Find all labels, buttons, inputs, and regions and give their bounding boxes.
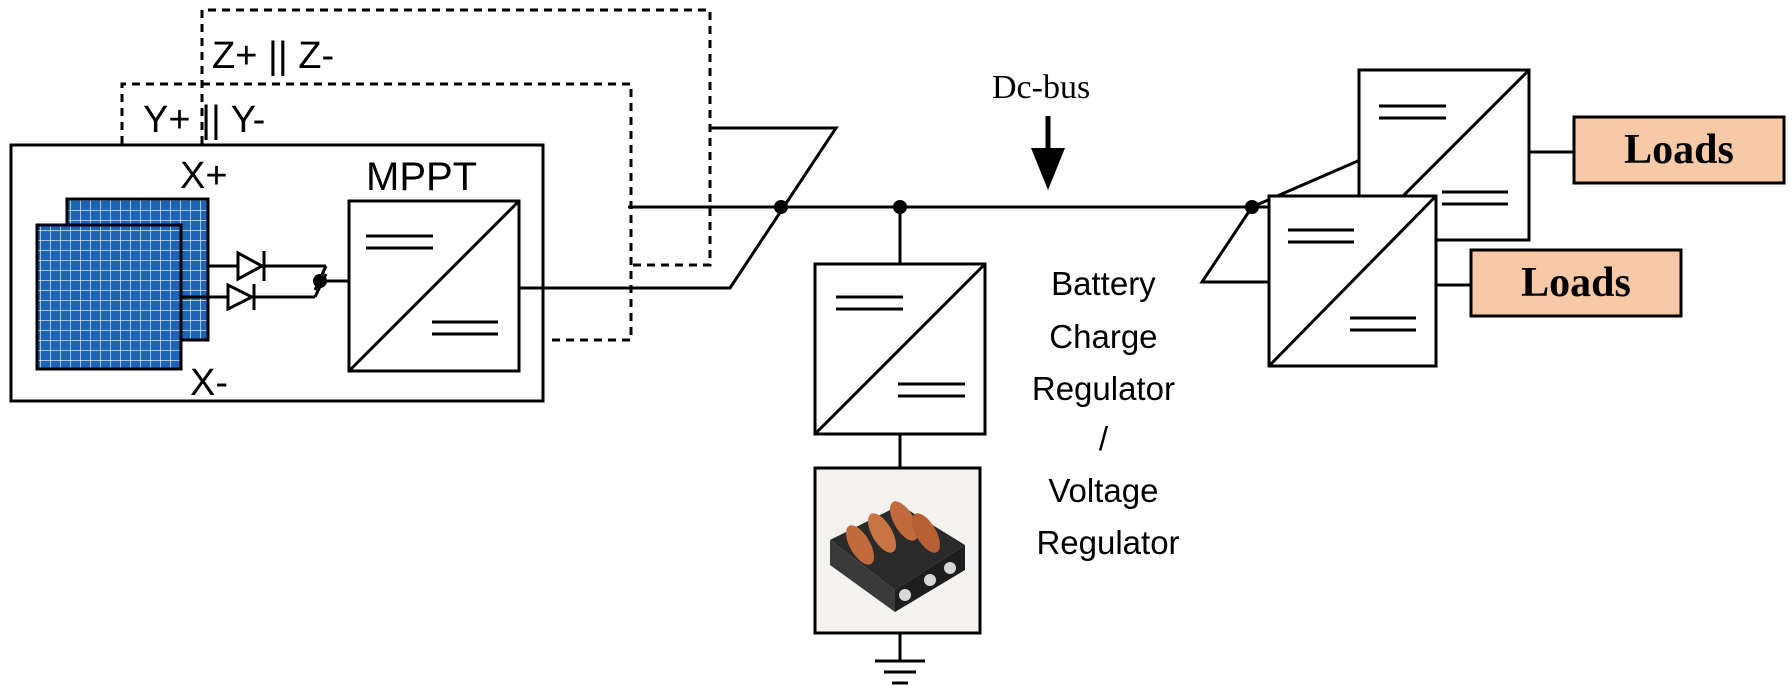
regulator-label: Battery Charge Regulator / Voltage Regul… [1032, 265, 1184, 561]
mppt-converter [347, 199, 521, 373]
junction-dot [893, 200, 907, 214]
dc-bus-label: Dc-bus [992, 69, 1090, 106]
loads-label: Loads [1624, 127, 1734, 173]
loads-label: Loads [1521, 260, 1631, 306]
diode-icon [181, 250, 328, 312]
regulator-line: Regulator [1036, 524, 1179, 561]
regulator-line: Battery [1051, 265, 1156, 302]
ground-icon [875, 659, 925, 685]
z-face-label: Z+ || Z- [212, 35, 334, 77]
x-plus-label: X+ [180, 155, 228, 197]
regulator-line: / [1099, 420, 1109, 457]
load-converter-bottom [1267, 194, 1438, 368]
regulator-line: Regulator [1032, 370, 1175, 407]
y-face-label: Y+ || Y- [143, 99, 265, 141]
regulator-line: Charge [1049, 318, 1157, 355]
battery-charge-regulator [813, 262, 987, 436]
junction-dot [1245, 200, 1259, 214]
battery-pack-icon [813, 466, 982, 635]
solar-panel-icon [35, 197, 210, 371]
down-arrow-icon [1031, 116, 1065, 190]
loads-box-bottom: Loads [1469, 248, 1683, 318]
z-face-module-outline [200, 8, 712, 267]
loads-box-top: Loads [1572, 115, 1786, 185]
x-minus-label: X- [190, 362, 228, 404]
mppt-label: MPPT [366, 155, 477, 199]
regulator-line: Voltage [1048, 472, 1158, 509]
junction-dot [313, 274, 327, 288]
junction-dot [774, 200, 788, 214]
